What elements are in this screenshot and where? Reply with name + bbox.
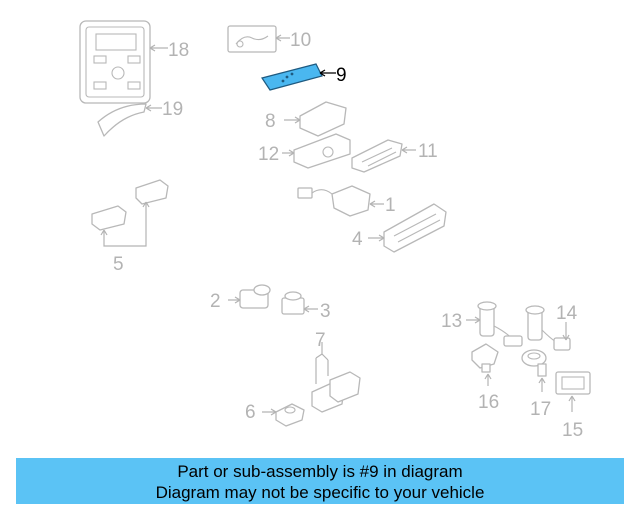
part-19-trim [97, 103, 147, 137]
info-caption: Part or sub-assembly is #9 in diagram Di… [16, 458, 624, 504]
part-4 [383, 203, 447, 253]
caption-line-1: Part or sub-assembly is #9 in diagram [177, 462, 463, 481]
callout-1: 1 [385, 195, 396, 216]
callout-4: 4 [352, 229, 363, 250]
callout-19: 19 [162, 99, 183, 120]
part-15 [555, 371, 591, 395]
callout-7: 7 [315, 330, 326, 351]
callout-5: 5 [113, 254, 124, 275]
part-5-switches [91, 179, 169, 231]
part-1 [297, 185, 371, 217]
callout-13: 13 [441, 311, 462, 332]
part-16 [471, 343, 499, 373]
callout-3: 3 [320, 301, 331, 322]
callout-16: 16 [478, 392, 499, 413]
callout-18: 18 [168, 40, 189, 61]
callout-10: 10 [290, 30, 311, 51]
callout-15: 15 [562, 420, 583, 441]
caption-line-2: Diagram may not be specific to your vehi… [155, 483, 485, 502]
callout-6: 6 [245, 402, 256, 423]
part-3 [281, 291, 305, 315]
part-17 [521, 349, 547, 377]
part-14 [525, 305, 571, 351]
callout-2: 2 [210, 291, 221, 312]
part-12 [293, 133, 351, 169]
part-9-highlighted [261, 63, 323, 91]
part-10-harness [227, 25, 277, 53]
callout-11: 11 [418, 141, 438, 162]
callout-9: 9 [336, 65, 347, 86]
part-11 [351, 139, 403, 173]
part-8 [299, 101, 347, 137]
part-7 [311, 371, 361, 413]
part-6 [275, 403, 305, 427]
callout-14: 14 [556, 303, 578, 324]
part-2 [239, 284, 271, 309]
callout-17: 17 [530, 399, 551, 420]
callout-8: 8 [265, 111, 276, 132]
part-18-control-panel [79, 20, 151, 104]
callout-12: 12 [258, 144, 279, 165]
part-13 [477, 301, 523, 347]
parts-diagram: 18 19 10 9 8 12 11 1 [79, 20, 591, 441]
